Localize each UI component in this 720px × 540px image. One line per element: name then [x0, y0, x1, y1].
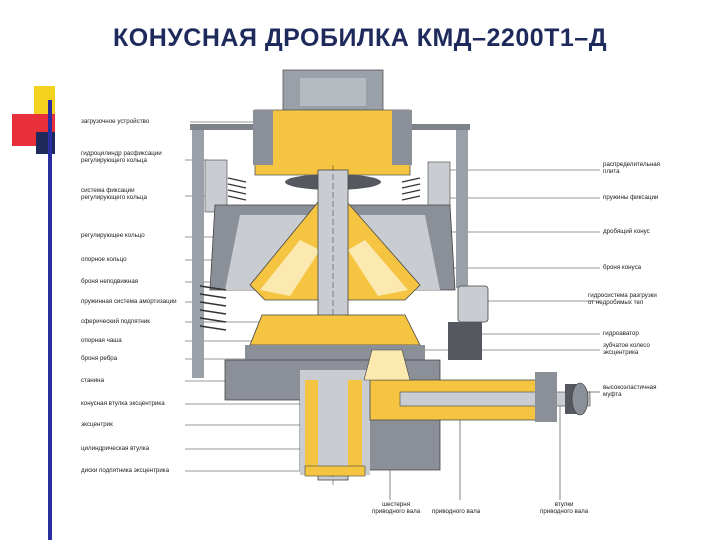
label-hydro-accumulator: гидроаватор [603, 330, 639, 337]
eccentric-gear [363, 349, 411, 381]
label-unlock-cylinder: гидроцилиндр расфиксации регулирующего к… [81, 150, 162, 164]
label-fixing-springs: пружины фиксации [603, 194, 659, 201]
eccentric-thrust-discs [304, 465, 366, 477]
label-support-ring: опорное кольцо [81, 256, 127, 263]
eccentric-bushing-left [305, 380, 318, 470]
label-feed-device: загрузочное устройство [81, 118, 150, 125]
drive-shaft [399, 391, 591, 407]
fixing-cylinder-left [204, 159, 228, 213]
feed-device-right-wall [392, 110, 412, 165]
right-frame-column [456, 128, 468, 288]
label-drive-shaft: приводного вала [432, 508, 481, 515]
cone-liner-right [348, 240, 408, 296]
spherical-bearing [249, 314, 421, 346]
coupling-flange [571, 382, 589, 416]
label-drive-pinion: шестерня приводного вала [372, 501, 421, 515]
label-distribution-plate: распределительная плита [603, 161, 661, 175]
label-cylindrical-bushing: цилиндрическая втулка [81, 445, 150, 452]
hydraulic-accumulator [448, 322, 482, 360]
label-crushing-cone: дробящий конус [603, 228, 650, 235]
label-shock-springs: пружинная система амортизации [81, 298, 177, 305]
page-title: КОНУСНАЯ ДРОБИЛКА КМД–2200Т1–Д [112, 24, 608, 52]
label-elastic-coupling: высокоэластичная муфта [603, 384, 657, 398]
label-support-bowl: опорная чаша [81, 337, 122, 344]
feed-device [254, 109, 411, 176]
feed-device-left-wall [253, 110, 273, 165]
eccentric-bushing-right [348, 380, 362, 470]
label-cone-liner: броня конуса [603, 264, 642, 271]
fixing-springs-left [227, 177, 247, 201]
label-eccentric: эксцентрик [81, 421, 113, 428]
label-regulating-ring: регулирующее кольцо [81, 232, 145, 239]
label-spherical-bearing: сферический подпятник [81, 318, 151, 325]
label-fixed-liner: броня неподвижная [81, 278, 139, 285]
label-hydraulic-unloading: гидросистема разгрузки от недробимых тел [588, 292, 657, 306]
drive-shaft-bearing [535, 372, 557, 422]
cone-liner-left [260, 240, 320, 296]
label-frame: станина [81, 377, 105, 384]
decor-left-bar [48, 100, 52, 540]
left-frame-column [192, 128, 204, 378]
label-drive-shaft-bushings: втулки приводного вала [540, 501, 589, 515]
label-thrust-discs: диски подпятника эксцентрика [81, 467, 170, 474]
shock-springs [199, 285, 227, 331]
feed-hopper-window [300, 78, 366, 106]
fixing-springs-right [401, 177, 421, 201]
hydraulic-unloading-cylinder [457, 285, 489, 323]
label-fixing-system: система фиксации регулирующего кольца [81, 187, 147, 201]
label-rib-liner: броня ребра [81, 355, 118, 362]
label-eccentric-gear: зубчатое колесо эксцентрика [603, 342, 650, 356]
label-eccentric-conical-bushing: конусная втулка эксцентрика [81, 400, 165, 407]
